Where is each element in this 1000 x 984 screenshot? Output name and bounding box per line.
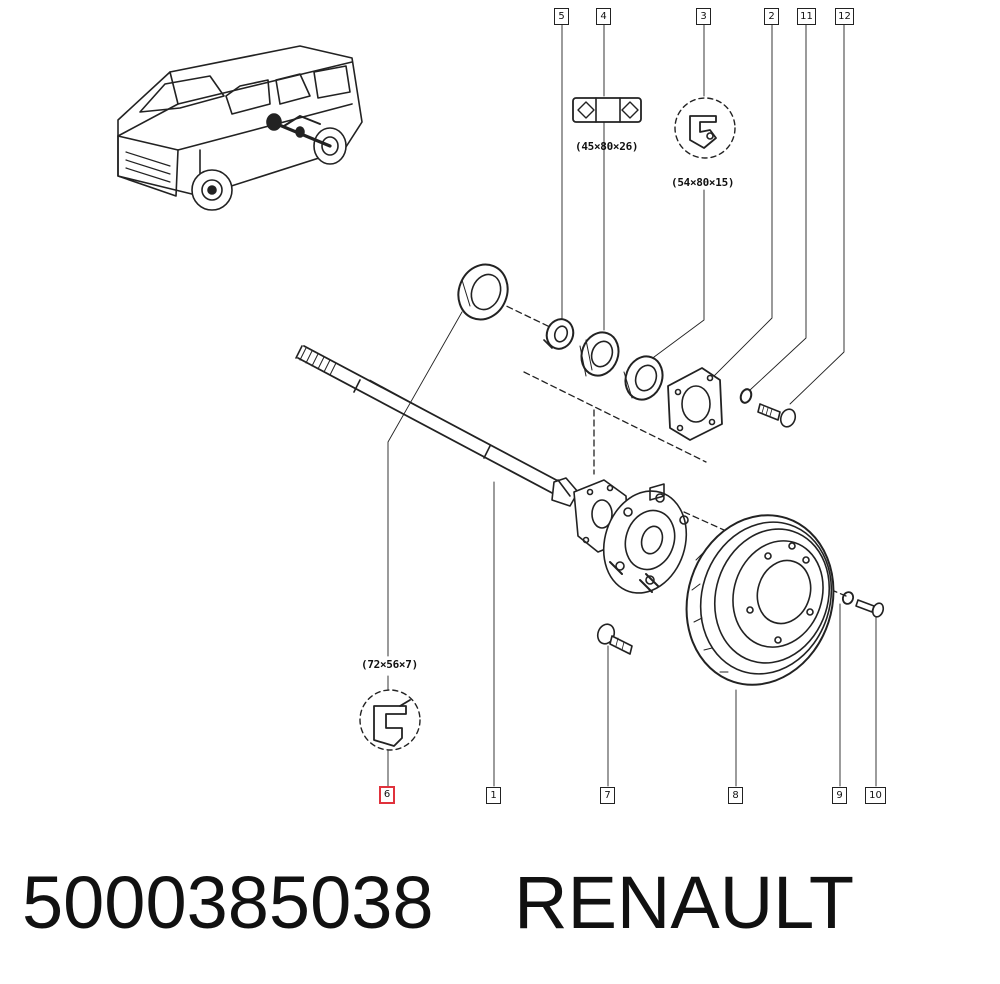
washer xyxy=(739,388,753,404)
bearing-section-icon xyxy=(572,97,642,123)
callout-2[interactable]: 2 xyxy=(764,8,779,25)
callout-7[interactable]: 7 xyxy=(600,787,615,804)
callout-9[interactable]: 9 xyxy=(832,787,847,804)
footer-caption: 5000385038 RENAULT xyxy=(22,858,982,948)
callout-1[interactable]: 1 xyxy=(486,787,501,804)
callout-10[interactable]: 10 xyxy=(865,787,886,804)
bearing-cone xyxy=(543,318,575,350)
brake-drum xyxy=(685,514,835,686)
callout-6[interactable]: 6 xyxy=(379,786,395,804)
seal-section-icon-inner xyxy=(359,689,421,751)
drum-screw xyxy=(855,599,885,618)
wheel-bearing xyxy=(579,331,620,377)
brand-name: RENAULT xyxy=(514,861,855,944)
callout-11[interactable]: 11 xyxy=(797,8,816,25)
callout-5[interactable]: 5 xyxy=(554,8,569,25)
van-icon xyxy=(117,45,363,211)
part-number: 5000385038 xyxy=(22,861,434,944)
leader-lines xyxy=(387,23,877,787)
callout-4[interactable]: 4 xyxy=(596,8,611,25)
bearing-dimension: (45×80×26) xyxy=(575,140,639,153)
callout-3[interactable]: 3 xyxy=(696,8,711,25)
outer-seal-dimension: (54×80×15) xyxy=(671,176,735,189)
retaining-plate xyxy=(667,367,723,441)
callout-8[interactable]: 8 xyxy=(728,787,743,804)
callout-12[interactable]: 12 xyxy=(835,8,854,25)
seal-section-icon-outer xyxy=(674,97,736,159)
wheel-stud xyxy=(596,623,633,655)
axle-shaft xyxy=(295,345,579,507)
outer-seal xyxy=(623,355,664,401)
drum-screw-washer xyxy=(841,591,855,605)
inner-seal xyxy=(457,263,509,321)
inner-seal-dimension: (72×56×7) xyxy=(361,658,418,671)
drive-plate xyxy=(602,483,689,594)
bolt xyxy=(757,403,797,428)
